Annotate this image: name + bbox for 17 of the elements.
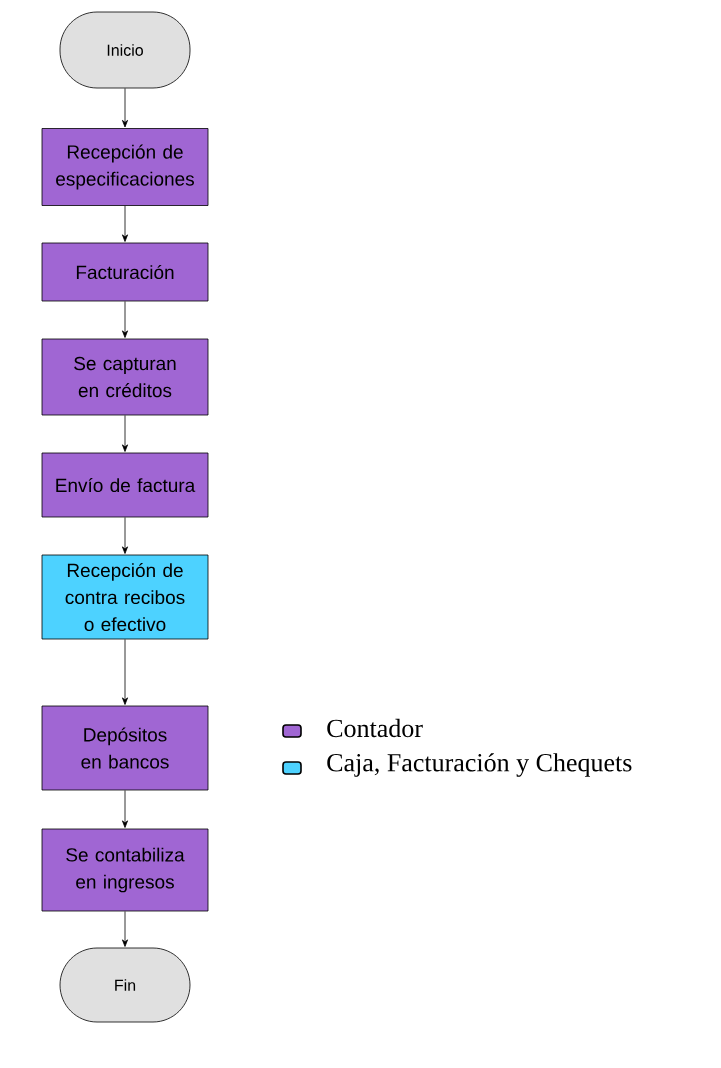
process-box: Se capturan en créditos <box>41 338 209 416</box>
arrow <box>122 415 128 452</box>
arrow <box>122 517 128 554</box>
arrow <box>122 205 128 242</box>
legend-label: Caja, Facturación y Chequets <box>327 753 632 777</box>
arrow <box>122 639 128 705</box>
arrow <box>122 911 128 947</box>
process-box: Se contabiliza en ingresos <box>41 828 209 912</box>
arrow <box>122 301 128 338</box>
process-box: Recepción de especificaciones <box>41 128 209 206</box>
process-box: Depósitos en bancos <box>41 705 209 791</box>
legend-label: Contador <box>327 718 423 738</box>
arrow <box>122 88 128 128</box>
process-box: Envío de factura <box>41 452 209 518</box>
process-box: Facturación <box>41 242 209 302</box>
process-box: Recepción de contra recibos o efectivo <box>41 554 209 640</box>
arrow <box>122 790 128 828</box>
